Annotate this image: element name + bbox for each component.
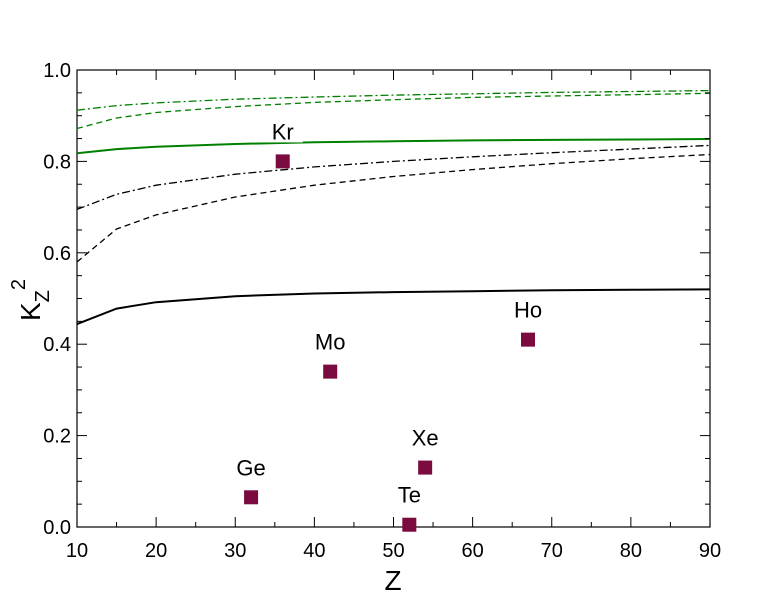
curve-4 (76, 144, 711, 211)
point-label-kr: Kr (272, 119, 294, 144)
y-axis-title-main: K (15, 302, 46, 321)
y-axis-title-sub: Z (32, 290, 54, 302)
x-tick-label: 60 (462, 540, 484, 562)
ticks-group: 10 20 30 40 50 60 70 80 90 0.0 0.2 0.4 0.6 0.8 1.0 (43, 60, 721, 562)
point-label-mo: Mo (315, 330, 346, 355)
x-tick-label: 20 (145, 540, 167, 562)
y-tick-label: 0.0 (43, 517, 71, 539)
data-point-ho (521, 332, 536, 347)
curve-2 (76, 92, 711, 130)
data-point-mo (323, 364, 338, 379)
y-tick-label: 0.6 (43, 243, 71, 265)
y-axis-title-sup: 2 (8, 279, 30, 290)
data-point-te (402, 517, 417, 532)
data-point-kr (275, 154, 290, 169)
x-tick-label: 30 (224, 540, 246, 562)
point-label-ge: Ge (236, 455, 265, 480)
curve-6 (76, 288, 711, 326)
y-tick-label: 0.8 (43, 151, 71, 173)
point-label-ho: Ho (514, 298, 542, 323)
y-tick-label: 0.4 (43, 334, 71, 356)
x-tick-label: 70 (541, 540, 563, 562)
svg-text:KZ2: KZ2 (8, 279, 54, 321)
y-tick-label: 1.0 (43, 60, 71, 82)
y-tick-label: 0.2 (43, 426, 71, 448)
y-axis-title: KZ2 (8, 279, 54, 321)
curves-group (76, 89, 711, 326)
curve-3 (76, 138, 711, 155)
x-tick-label: 50 (382, 540, 404, 562)
data-point-ge (244, 490, 259, 505)
data-point-xe (418, 460, 433, 475)
x-tick-label: 80 (620, 540, 642, 562)
curve-5 (76, 153, 711, 263)
plot-frame (76, 69, 711, 528)
x-tick-label: 10 (66, 540, 88, 562)
curve-1 (76, 89, 711, 111)
x-tick-label: 40 (303, 540, 325, 562)
point-label-xe: Xe (412, 426, 439, 451)
point-label-te: Te (398, 483, 421, 508)
label-knockout-kr (262, 114, 303, 143)
x-axis-title: Z (384, 565, 401, 596)
x-tick-label: 90 (699, 540, 721, 562)
